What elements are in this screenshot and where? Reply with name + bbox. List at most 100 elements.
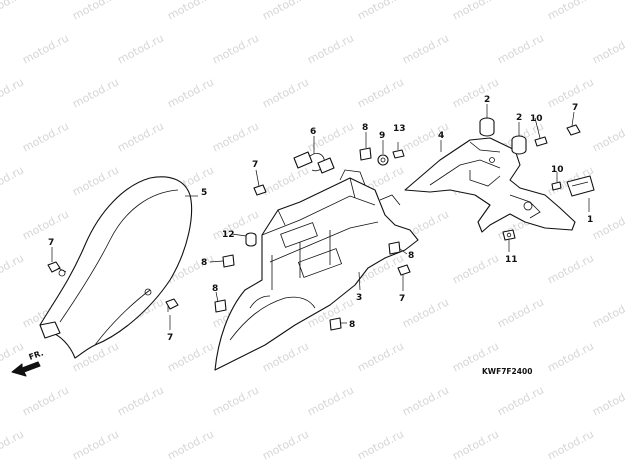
watermark-text: motod.ru bbox=[165, 339, 216, 374]
watermark-text: motod.ru bbox=[20, 31, 71, 66]
label-1: 1 bbox=[587, 215, 593, 225]
watermark-text: motod.ru bbox=[590, 119, 625, 154]
watermark-text: motod.ru bbox=[260, 163, 311, 198]
watermark-text: motod.ru bbox=[20, 207, 71, 242]
watermark-text: motod.ru bbox=[450, 251, 501, 286]
label-8: 8 bbox=[201, 258, 207, 268]
clip-part bbox=[359, 147, 372, 161]
rear-fender-part bbox=[214, 169, 419, 371]
label-12: 12 bbox=[222, 230, 235, 240]
label-8: 8 bbox=[349, 320, 355, 330]
watermark-text: motod.ru bbox=[70, 163, 121, 198]
harness-clip-part bbox=[293, 151, 335, 174]
clip-part bbox=[214, 299, 227, 313]
clip-part bbox=[388, 241, 401, 255]
watermark-text: motod.ru bbox=[545, 339, 596, 374]
watermark-text: motod.ru bbox=[0, 251, 26, 286]
watermark-text: motod.ru bbox=[495, 383, 546, 418]
watermark-text: motod.ru bbox=[0, 0, 26, 23]
label-7: 7 bbox=[167, 333, 173, 343]
watermark-text: motod.ru bbox=[400, 383, 451, 418]
watermark-text: motod.ru bbox=[20, 383, 71, 418]
label-13: 13 bbox=[393, 124, 406, 134]
label-3: 3 bbox=[356, 293, 362, 303]
watermark-text: motod.ru bbox=[400, 31, 451, 66]
bolt-part bbox=[165, 298, 179, 312]
watermark-text: motod.ru bbox=[165, 75, 216, 110]
watermark-text: motod.ru bbox=[0, 163, 26, 198]
watermark-text: motod.ru bbox=[260, 0, 311, 23]
watermark-text: motod.ru bbox=[545, 75, 596, 110]
watermark-text: motod.ru bbox=[495, 31, 546, 66]
label-2: 2 bbox=[516, 113, 522, 123]
watermark-text: motod.ru bbox=[450, 75, 501, 110]
watermark-text: motod.ru bbox=[260, 339, 311, 374]
watermark-text: motod.ru bbox=[70, 427, 121, 462]
bolt-part bbox=[392, 142, 405, 159]
watermark-text: motod.ru bbox=[305, 119, 356, 154]
label-8: 8 bbox=[362, 123, 368, 133]
license-bracket-part bbox=[404, 137, 576, 233]
label-7: 7 bbox=[399, 294, 405, 304]
label-10: 10 bbox=[551, 165, 564, 175]
watermark-text: motod.ru bbox=[355, 0, 406, 23]
watermark-text: motod.ru bbox=[355, 339, 406, 374]
label-8: 8 bbox=[212, 284, 218, 294]
part-number-labels: 5 7 7 7 6 8 9 13 4 2 2 10 7 10 1 11 12 8… bbox=[48, 95, 593, 376]
nut-part bbox=[502, 229, 516, 241]
watermark-text: motod.ru bbox=[545, 251, 596, 286]
collar-part bbox=[245, 232, 257, 247]
direction-label: FR. bbox=[28, 348, 45, 362]
label-7: 7 bbox=[48, 238, 54, 248]
watermark-text: motod.ru bbox=[115, 119, 166, 154]
watermark-text: motod.ru bbox=[355, 75, 406, 110]
watermark-text: motod.ru bbox=[210, 383, 261, 418]
label-4: 4 bbox=[438, 131, 444, 141]
leader-lines bbox=[51, 104, 590, 330]
bolt-part bbox=[47, 261, 67, 273]
front-fender-part bbox=[39, 176, 193, 359]
cushion-part bbox=[479, 117, 495, 137]
label-7: 7 bbox=[572, 103, 578, 113]
watermark-text: motod.ru bbox=[590, 295, 625, 330]
watermark-text: motod.ru bbox=[0, 75, 26, 110]
watermark-text: motod.ru bbox=[495, 295, 546, 330]
watermark-text: motod.ru bbox=[400, 295, 451, 330]
clip-part bbox=[222, 254, 235, 268]
watermark-text: motod.ru bbox=[20, 119, 71, 154]
label-10: 10 bbox=[530, 114, 543, 124]
cushion-part bbox=[511, 135, 527, 155]
bolt-part bbox=[534, 124, 581, 191]
grommet-part bbox=[377, 154, 389, 166]
label-8: 8 bbox=[408, 251, 414, 261]
watermark-text: motod.ru bbox=[165, 0, 216, 23]
watermark-text: motod.ru bbox=[545, 427, 596, 462]
watermark-text: motod.ru bbox=[0, 427, 26, 462]
watermark-text: motod.ru bbox=[70, 75, 121, 110]
watermark-text: motod.ru bbox=[210, 31, 261, 66]
watermark-text: motod.ru bbox=[210, 119, 261, 154]
label-5: 5 bbox=[201, 188, 207, 198]
watermark-text: motod.ru bbox=[165, 427, 216, 462]
watermark-text: motod.ru bbox=[355, 427, 406, 462]
reflector-part bbox=[566, 175, 595, 197]
diagram-code: KWF7F2400 bbox=[482, 367, 532, 376]
watermark-text: motod.ru bbox=[450, 0, 501, 23]
bolt-part bbox=[397, 264, 411, 276]
watermark-text: motod.ru bbox=[305, 383, 356, 418]
watermark-text: motod.ru bbox=[590, 383, 625, 418]
watermark-text: motod.ru bbox=[70, 0, 121, 23]
label-2: 2 bbox=[484, 95, 490, 105]
watermark-text: motod.ru bbox=[450, 427, 501, 462]
label-9: 9 bbox=[379, 131, 385, 141]
bolt-part bbox=[253, 184, 267, 196]
label-7: 7 bbox=[252, 160, 258, 170]
clip-part bbox=[329, 317, 342, 331]
watermark-text: motod.ru bbox=[115, 383, 166, 418]
watermark-text: motod.ru bbox=[545, 0, 596, 23]
watermark-text: motod.ru bbox=[260, 75, 311, 110]
label-6: 6 bbox=[310, 127, 316, 137]
watermark-text: motod.ru bbox=[260, 427, 311, 462]
